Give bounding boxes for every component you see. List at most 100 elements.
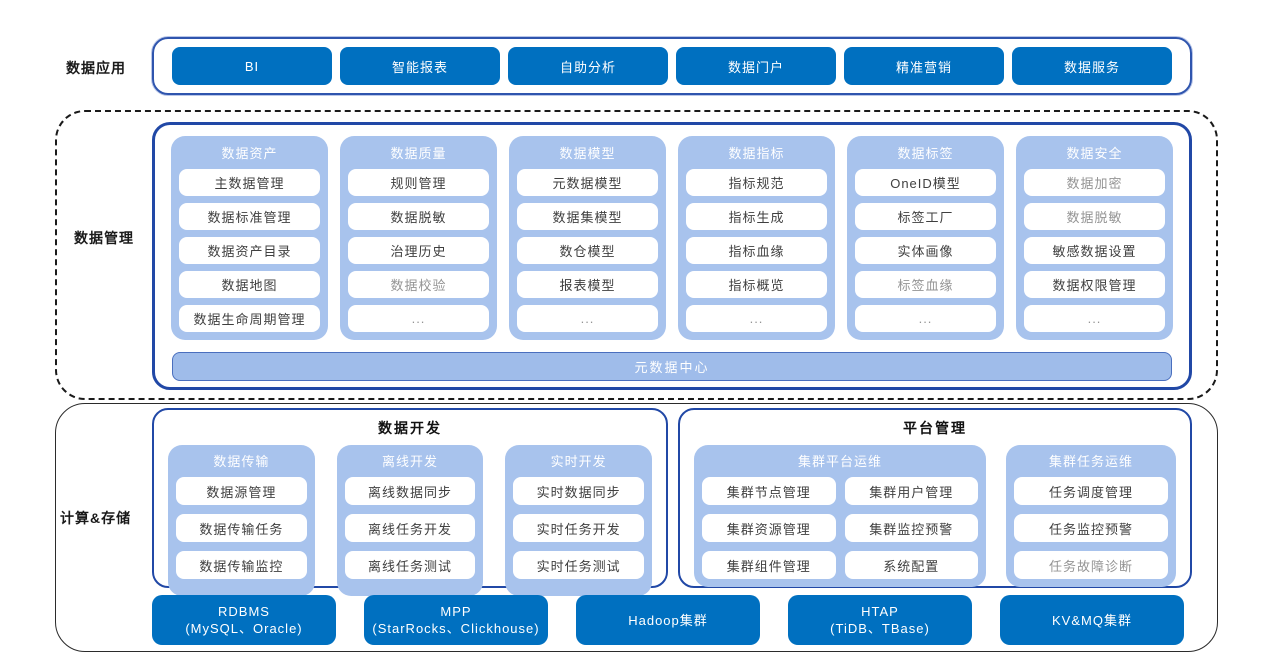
module-column: 数据安全数据加密数据脱敏敏感数据设置数据权限管理... — [1016, 136, 1173, 340]
feature-card: 敏感数据设置 — [1024, 237, 1165, 264]
infra-button: Hadoop集群 — [576, 595, 760, 645]
module-column: 数据指标指标规范指标生成指标血缘指标概览... — [678, 136, 835, 340]
feature-card: 实时任务测试 — [513, 551, 645, 579]
feature-card: 离线任务开发 — [344, 514, 476, 542]
feature-card: 报表模型 — [517, 271, 658, 298]
feature-card: 指标规范 — [686, 169, 827, 196]
module-column: 数据传输数据源管理数据传输任务数据传输监控 — [168, 445, 315, 596]
feature-card: 离线任务测试 — [344, 551, 476, 579]
infra-button-line1: KV&MQ集群 — [1052, 612, 1132, 628]
app-button: 自助分析 — [508, 47, 668, 85]
development-columns: 数据传输数据源管理数据传输任务数据传输监控离线开发离线数据同步离线任务开发离线任… — [168, 445, 653, 596]
feature-card: 数仓模型 — [517, 237, 658, 264]
feature-card: ... — [1024, 305, 1165, 332]
module-column: 数据资产主数据管理数据标准管理数据资产目录数据地图数据生命周期管理 — [171, 136, 328, 340]
feature-card: 离线数据同步 — [344, 477, 476, 505]
infra-button-line1: HTAP — [861, 604, 899, 619]
infrastructure-buttons: RDBMS (MySQL、Oracle) MPP (StarRocks、Clickho… — [152, 595, 1184, 645]
management-columns: 数据资产主数据管理数据标准管理数据资产目录数据地图数据生命周期管理数据质量规则管… — [171, 136, 1173, 340]
feature-card: 任务调度管理 — [1014, 477, 1168, 505]
feature-card: 数据脱敏 — [348, 203, 489, 230]
feature-card: 数据集模型 — [517, 203, 658, 230]
feature-card: 实体画像 — [855, 237, 996, 264]
feature-card: 指标血缘 — [686, 237, 827, 264]
feature-card: 元数据模型 — [517, 169, 658, 196]
feature-card: 数据权限管理 — [1024, 271, 1165, 298]
feature-card: 实时任务开发 — [513, 514, 645, 542]
platform-group-title: 集群任务运维 — [1048, 454, 1133, 469]
feature-card: 数据生命周期管理 — [179, 305, 320, 332]
feature-card: ... — [686, 305, 827, 332]
module-column-title: 离线开发 — [382, 454, 439, 469]
module-column-title: 数据传输 — [213, 454, 270, 469]
infra-button: RDBMS (MySQL、Oracle) — [152, 595, 336, 645]
data-management-inner-box: 数据资产主数据管理数据标准管理数据资产目录数据地图数据生命周期管理数据质量规则管… — [152, 122, 1192, 390]
module-column-title: 数据资产 — [221, 146, 278, 161]
app-button: 智能报表 — [340, 47, 500, 85]
module-column: 数据标签 OneID模型标签工厂实体画像标签血缘... — [847, 136, 1004, 340]
feature-card: 指标概览 — [686, 271, 827, 298]
feature-card: 任务监控预警 — [1014, 514, 1168, 542]
feature-card: 数据传输监控 — [176, 551, 307, 579]
feature-card: 治理历史 — [348, 237, 489, 264]
module-column-title: 实时开发 — [550, 454, 607, 469]
feature-card: 数据资产目录 — [179, 237, 320, 264]
module-column: 数据模型元数据模型数据集模型数仓模型报表模型... — [509, 136, 666, 340]
feature-card: 数据地图 — [179, 271, 320, 298]
compute-storage-box — [55, 403, 1218, 652]
module-column-title: 数据安全 — [1066, 146, 1123, 161]
feature-card: OneID模型 — [855, 169, 996, 196]
feature-card: 集群节点管理 — [702, 477, 836, 505]
feature-card: 集群监控预警 — [844, 514, 978, 542]
infra-button-line1: Hadoop集群 — [628, 612, 708, 628]
infra-button-line1: RDBMS — [218, 604, 270, 619]
feature-card: 数据脱敏 — [1024, 203, 1165, 230]
feature-card: 数据传输任务 — [176, 514, 307, 542]
platform-group: 集群任务运维任务调度管理任务监控预警任务故障诊断 — [1006, 445, 1176, 587]
feature-card: 规则管理 — [348, 169, 489, 196]
platform-groups: 集群平台运维集群节点管理集群用户管理集群资源管理集群监控预警集群组件管理系统配置… — [694, 445, 1176, 587]
feature-card: 集群用户管理 — [844, 477, 978, 505]
infra-button-line2: (MySQL、Oracle) — [185, 621, 303, 636]
layer-label-data-application: 数据应用 — [66, 60, 126, 76]
infra-button: KV&MQ集群 — [1000, 595, 1184, 645]
infra-button-line2: (StarRocks、Clickhouse) — [372, 621, 540, 636]
module-column: 实时开发实时数据同步实时任务开发实时任务测试 — [505, 445, 653, 596]
app-button: 精准营销 — [844, 47, 1004, 85]
feature-card: 数据源管理 — [176, 477, 307, 505]
feature-card: 标签血缘 — [855, 271, 996, 298]
feature-card: 任务故障诊断 — [1014, 551, 1168, 579]
feature-card: ... — [855, 305, 996, 332]
module-column-title: 数据指标 — [728, 146, 785, 161]
feature-card: 系统配置 — [844, 551, 978, 579]
platform-management-box: 平台管理 集群平台运维集群节点管理集群用户管理集群资源管理集群监控预警集群组件管… — [678, 408, 1192, 588]
data-development-box: 数据开发 数据传输数据源管理数据传输任务数据传输监控离线开发离线数据同步离线任务… — [152, 408, 668, 596]
module-column-title: 数据模型 — [559, 146, 616, 161]
feature-card: 主数据管理 — [179, 169, 320, 196]
feature-card: 实时数据同步 — [513, 477, 645, 505]
module-column: 数据质量规则管理数据脱敏治理历史数据校验... — [340, 136, 497, 340]
layer-label-compute-storage: 计算&存储 — [60, 510, 132, 526]
feature-card: 集群资源管理 — [702, 514, 836, 542]
feature-card: 集群组件管理 — [702, 551, 836, 579]
feature-card: 标签工厂 — [855, 203, 996, 230]
feature-card: ... — [348, 305, 489, 332]
feature-card: 数据加密 — [1024, 169, 1165, 196]
module-column: 离线开发离线数据同步离线任务开发离线任务测试 — [336, 445, 484, 596]
platform-group-grid: 集群节点管理集群用户管理集群资源管理集群监控预警集群组件管理系统配置 — [702, 477, 978, 579]
module-column-title: 数据标签 — [897, 146, 954, 161]
module-column-title: 数据质量 — [390, 146, 447, 161]
feature-card: ... — [517, 305, 658, 332]
platform-group-title: 集群平台运维 — [797, 454, 882, 469]
data-management-dashed-box — [55, 110, 1218, 400]
app-button: 数据服务 — [1012, 47, 1172, 85]
layer-label-data-management: 数据管理 — [74, 230, 134, 246]
infra-button: MPP (StarRocks、Clickhouse) — [364, 595, 548, 645]
infra-button: HTAP(TiDB、TBase) — [788, 595, 972, 645]
feature-card: 数据校验 — [348, 271, 489, 298]
app-button: 数据门户 — [676, 47, 836, 85]
platform-group: 集群平台运维集群节点管理集群用户管理集群资源管理集群监控预警集群组件管理系统配置 — [694, 445, 986, 587]
platform-management-title: 平台管理 — [903, 420, 967, 436]
infra-button-line1: MPP — [440, 604, 472, 619]
